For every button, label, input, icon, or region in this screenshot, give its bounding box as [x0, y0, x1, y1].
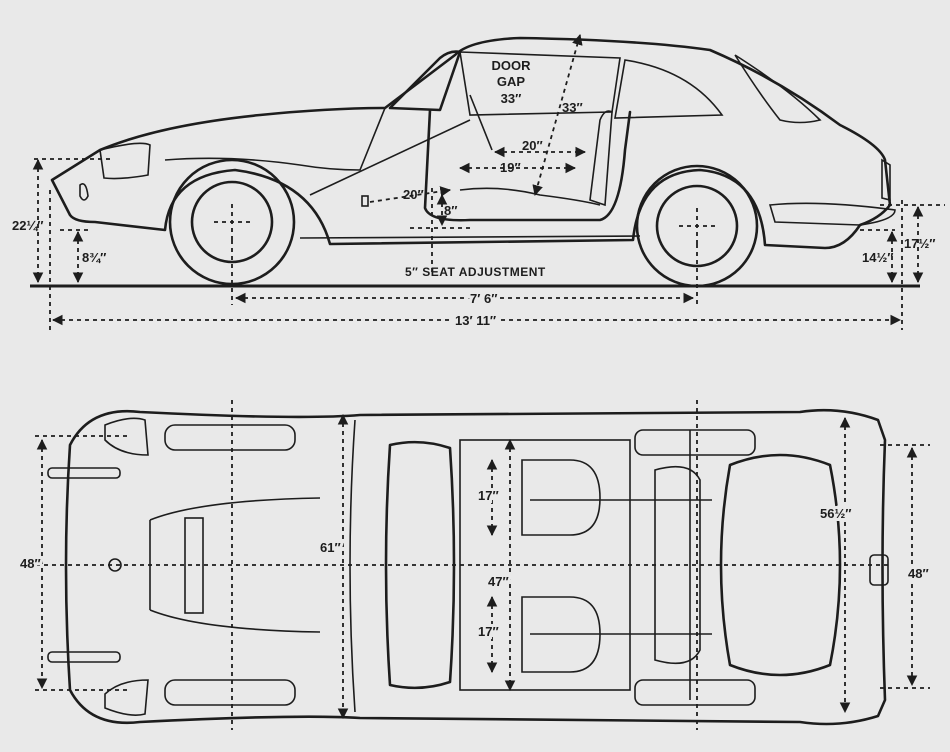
seat-adjustment-label: 5″ SEAT ADJUSTMENT [405, 265, 546, 279]
seat-width-lower-label: 17″ [478, 624, 499, 639]
headlight [99, 142, 151, 180]
door-gap-value: 33″ [501, 91, 522, 106]
rear-window [719, 453, 842, 677]
cabin-width-label: 47″ [488, 574, 509, 589]
rear-bumper [768, 202, 896, 226]
overall-length-label: 13′ 11″ [455, 313, 496, 328]
top-body-outline [64, 408, 887, 726]
side-body-outline [50, 36, 892, 250]
right-headlight [104, 679, 149, 716]
front-height-label: 22¼″ [12, 218, 44, 233]
seat-left [521, 459, 601, 536]
overall-width-label: 61″ [320, 540, 341, 555]
top-view: 48″ 61″ 17″ 47″ 17″ 56½″ 48″ [17, 400, 932, 730]
rear-track-label: 48″ [908, 566, 929, 581]
front-clearance-label: 8¾″ [82, 250, 106, 265]
seat-depth-label: 19″ [500, 160, 521, 175]
front-bumper-left [47, 467, 121, 479]
pedal-reach-label: 20″ [403, 187, 424, 202]
headroom-label: 33″ [562, 100, 583, 115]
wheelbase-label: 7′ 6″ [470, 291, 497, 306]
rear-height-label: 17½″ [904, 236, 936, 251]
seat-width-upper-label: 17″ [478, 488, 499, 503]
door-gap-label-2: GAP [497, 74, 526, 89]
front-bumper-right [47, 651, 121, 663]
windshield [384, 440, 456, 690]
door-gap-label: DOOR [492, 58, 532, 73]
seat-height-label: 8″ [444, 203, 457, 218]
seat-back [589, 110, 613, 207]
rear-inner-width-label: 56½″ [820, 506, 852, 521]
rear-clearance-label: 14½″ [862, 250, 894, 265]
left-headlight [104, 417, 149, 456]
front-track-label: 48″ [20, 556, 41, 571]
seat-to-wheel-label: 20″ [522, 138, 543, 153]
side-view: DOOR GAP 33″ 33″ 20″ 19″ 20″ 8″ 22¼″ 8¾″… [12, 33, 945, 331]
steering-column [469, 94, 493, 151]
